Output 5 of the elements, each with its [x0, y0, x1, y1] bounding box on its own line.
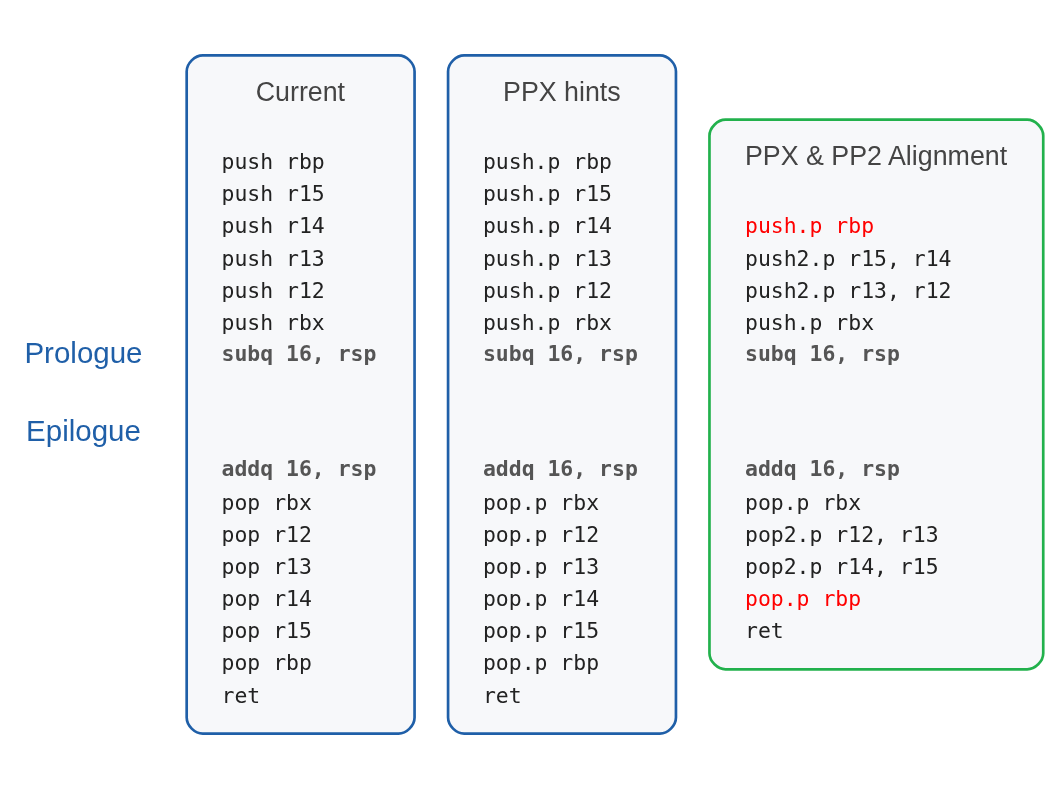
label: Epilogue: [26, 413, 141, 447]
node-box: Current push rbp push r15 push r14 push r13 push r12 push rbx subq 16, rsp addq 16, rsp pop rbx pop r12 pop r13 pop r14 pop r15 pop rbp ret: [185, 53, 416, 735]
node-box: PPX hints push.p rbp push.p r15 push.p r14 push.p r13 push.p r12 push.p rbx subq 16, rsp addq 16, rsp pop.p rbx pop.p r12 pop.p r13 pop.p r14 pop.p r15 pop.p rbp ret: [446, 53, 678, 735]
label: Prologue: [24, 335, 143, 369]
node-box: PPX & PP2 Alignment push.p rbp push2.p r15, r14 push2.p r13, r12 push.p rbx subq 16, rsp addq 16, rsp pop.p rbx pop2.p r12, r13 pop2.p r14, r15 pop.p rbp ret: [708, 117, 1045, 671]
